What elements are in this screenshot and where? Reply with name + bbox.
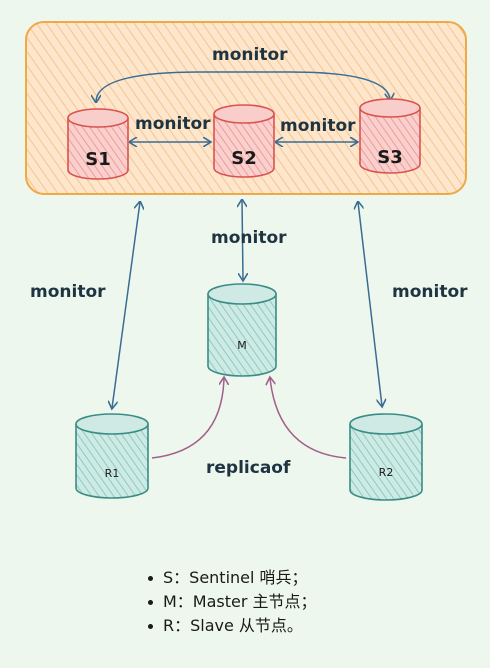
edge-label-top-arc: monitor: [212, 45, 288, 65]
legend-text: R：Slave 从节点。: [163, 616, 303, 635]
edge-s2-m: [242, 200, 243, 280]
sentinel-node-s3: S3: [359, 98, 421, 174]
legend-text: M：Master 主节点；: [163, 592, 317, 611]
edge-s1-r1: [112, 202, 140, 408]
edge-label-s2-m: monitor: [211, 228, 287, 248]
bullet-icon: [148, 599, 153, 605]
edge-s1-s3: [96, 71, 390, 102]
edge-r1-m-replicaof: [151, 378, 224, 459]
sentinel-label-s3: S3: [377, 147, 403, 168]
legend-text: S：Sentinel 哨兵；: [163, 568, 308, 587]
edge-s3-r2: [358, 202, 382, 406]
legend-item: S：Sentinel 哨兵；: [148, 566, 317, 590]
edge-label-s2-s3: monitor: [280, 116, 356, 136]
legend-item: M：Master 主节点；: [148, 590, 317, 614]
replica-node-r2: R2: [349, 413, 423, 501]
bullet-icon: [148, 623, 153, 629]
legend: S：Sentinel 哨兵； M：Master 主节点； R：Slave 从节点…: [148, 566, 317, 638]
sentinel-label-s1: S1: [85, 149, 111, 170]
edge-label-s1-r1: monitor: [30, 282, 106, 302]
legend-item: R：Slave 从节点。: [148, 614, 317, 638]
edge-label-replicaof: replicaof: [206, 458, 291, 478]
edge-label-s3-r2: monitor: [392, 282, 468, 302]
edge-r2-m-replicaof: [270, 378, 347, 459]
replica-label-r1: R1: [105, 467, 120, 480]
sentinel-node-s1: S1: [67, 108, 129, 180]
master-label: M: [237, 339, 247, 352]
edge-label-s1-s2: monitor: [135, 114, 211, 134]
bullet-icon: [148, 575, 153, 581]
replica-node-r1: R1: [75, 413, 149, 499]
sentinel-node-s2: S2: [213, 104, 275, 178]
replica-label-r2: R2: [379, 466, 394, 479]
master-node: M: [207, 283, 277, 377]
sentinel-label-s2: S2: [231, 148, 257, 169]
